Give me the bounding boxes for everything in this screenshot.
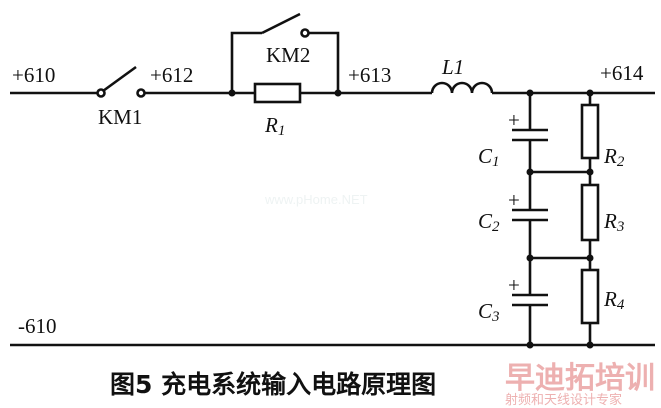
junction (586, 254, 594, 262)
junction (334, 89, 342, 97)
junction (228, 89, 236, 97)
r3-label: R3 (603, 209, 624, 235)
l1-label: L1 (441, 55, 464, 79)
junction (586, 168, 594, 176)
c3-plates (512, 293, 548, 307)
km1-label: KM1 (98, 105, 142, 129)
watermark-logo: 早迪拓培训 (505, 361, 655, 396)
node-label-610: +610 (12, 63, 55, 87)
node-label-613: +613 (348, 63, 391, 87)
r3-resistor (580, 183, 600, 242)
km2-label: KM2 (266, 43, 310, 67)
junction (526, 89, 534, 97)
junction (526, 254, 534, 262)
c1-plus: + (508, 108, 520, 132)
c3-label: C3 (478, 299, 500, 325)
watermark-sub: 射频和天线设计专家 (505, 392, 622, 408)
node-label-614: +614 (600, 61, 644, 85)
km2-bypass (230, 31, 340, 93)
km2-contact-right (300, 28, 310, 38)
c2-plates (512, 208, 548, 222)
node-label-612: +612 (150, 63, 193, 87)
junction (526, 168, 534, 176)
balance-wires (530, 170, 590, 260)
junction (586, 341, 594, 349)
watermark-url: www.pHome.NET (264, 192, 368, 207)
junction (586, 89, 594, 97)
km1-blade (102, 65, 137, 93)
c3-plus: + (508, 273, 520, 297)
r1-label: R1 (264, 113, 285, 139)
r2-resistor (580, 103, 600, 160)
figure-caption: 图5 充电系统输入电路原理图 (110, 370, 436, 399)
c2-plus: + (508, 188, 520, 212)
l1-inductor (430, 81, 494, 94)
r1-resistor (253, 82, 302, 104)
junction (526, 341, 534, 349)
c2-label: C2 (478, 209, 500, 235)
km1-contact-left (96, 88, 106, 98)
r4-resistor (580, 268, 600, 325)
r2-label: R2 (603, 144, 625, 170)
r4-label: R4 (603, 287, 625, 313)
km1-contact-right (136, 88, 146, 98)
km2-blade (261, 12, 301, 35)
c1-plates (512, 128, 548, 142)
node-label-neg610: -610 (18, 314, 57, 338)
c1-label: C1 (478, 144, 500, 170)
